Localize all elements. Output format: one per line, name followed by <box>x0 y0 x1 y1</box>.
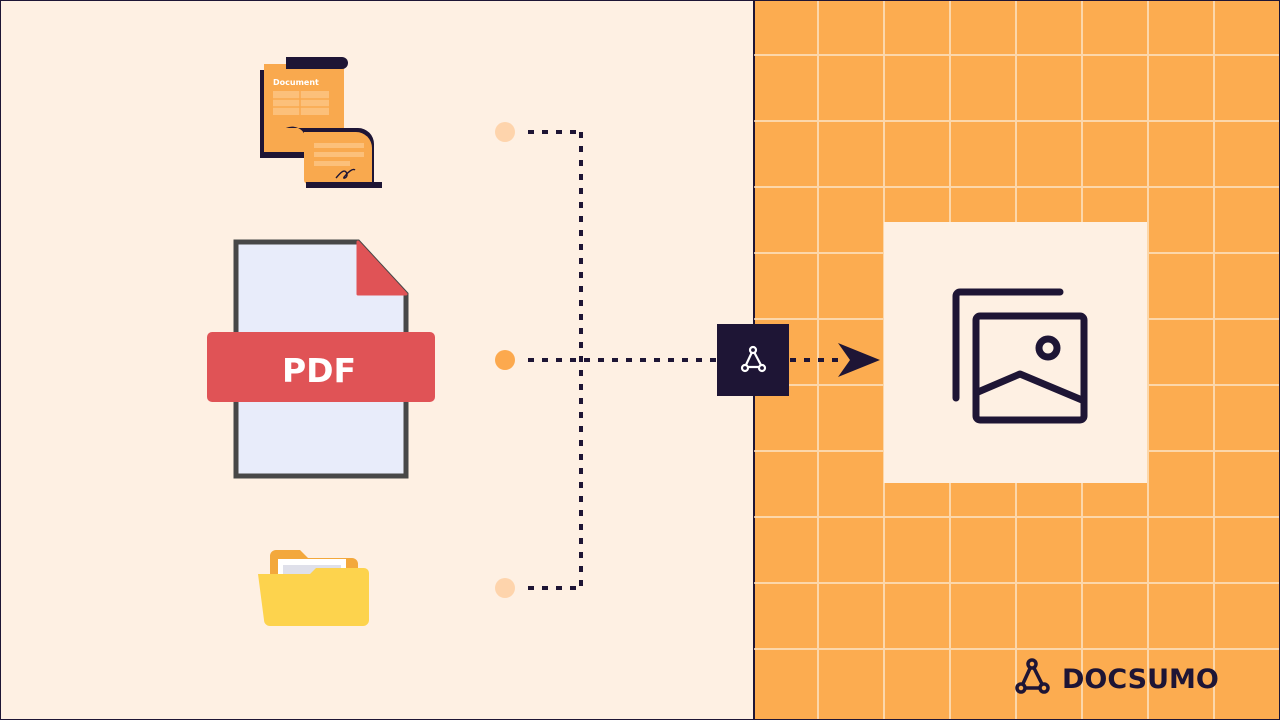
pdf-file-icon: PDF <box>207 239 435 479</box>
brand-name: DOCSUMO <box>1062 664 1219 695</box>
output-card <box>884 222 1147 483</box>
docsumo-hub-icon <box>717 324 789 396</box>
arrow-head-icon <box>838 343 880 377</box>
docsumo-logo-icon <box>1015 658 1050 694</box>
connector-dot-top <box>495 122 515 142</box>
document-icon: Document <box>260 57 382 188</box>
document-title: Document <box>273 78 319 87</box>
pdf-label: PDF <box>282 351 356 390</box>
connector-dot-middle <box>495 350 515 370</box>
connector-dot-bottom <box>495 578 515 598</box>
image-gallery-icon <box>952 288 1088 424</box>
folder-icon <box>258 550 369 626</box>
dotted-connectors <box>528 130 842 590</box>
grid-lines <box>754 0 1280 720</box>
